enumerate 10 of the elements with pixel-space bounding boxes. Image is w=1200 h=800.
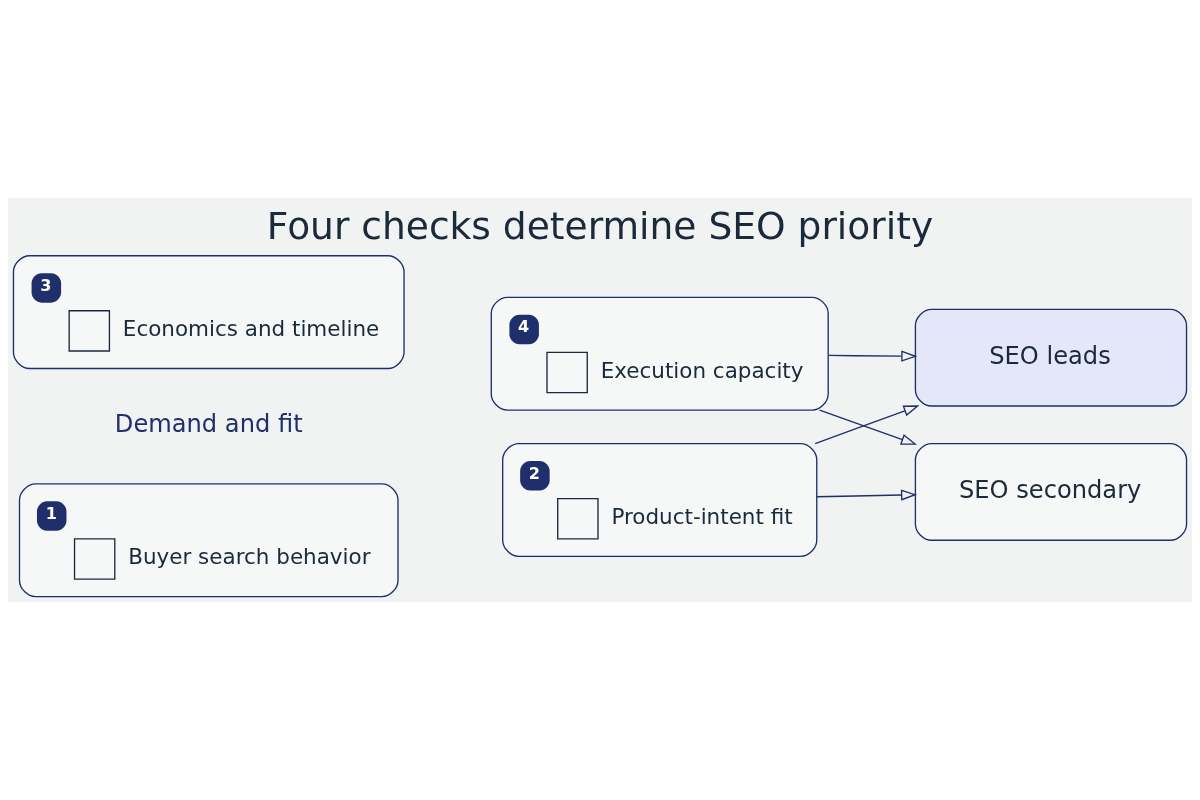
- arrow: [828, 350, 918, 362]
- node-box: 4 Execution capacity: [490, 296, 829, 411]
- node-box: SEO secondary: [914, 442, 1188, 541]
- node-box: 3 Economics and timeline: [12, 255, 405, 370]
- arrow: [816, 489, 918, 501]
- diagram-title: Four checks determine SEO priority: [266, 203, 934, 248]
- node-box: SEO leads: [914, 308, 1188, 407]
- node-box: 2 Product-intent fit: [502, 442, 818, 558]
- label: Demand and fit: [114, 410, 303, 439]
- node-box: 1 Buyer search behavior: [18, 483, 399, 598]
